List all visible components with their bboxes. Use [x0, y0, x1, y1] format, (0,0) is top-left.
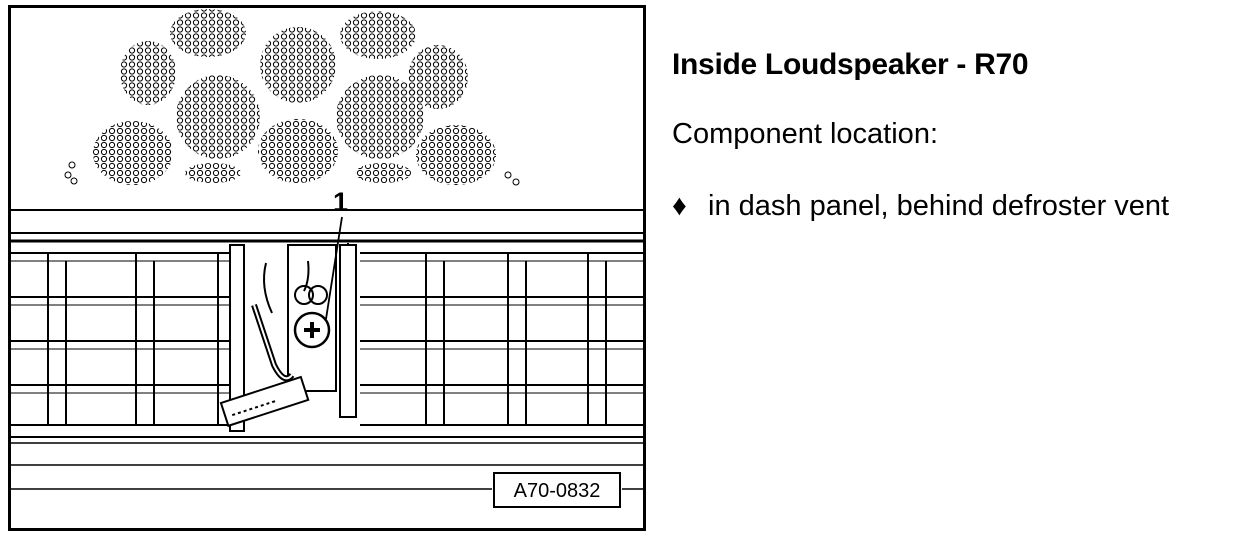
speaker-grille: [64, 9, 520, 186]
figure-number: A70-0832: [514, 480, 601, 502]
callout-leader: [325, 216, 343, 320]
left-vent: [11, 244, 245, 432]
location-text: in dash panel, behind defroster vent: [708, 190, 1170, 222]
location-heading: Component location:: [672, 118, 938, 150]
description-panel: Inside Loudspeaker - R70 Component locat…: [672, 0, 1242, 538]
callout-label-1: 1: [333, 187, 348, 217]
location-bullet: ♦ in dash panel, behind defroster vent: [672, 190, 1169, 223]
component-illustration: 1 A70-0832: [8, 5, 646, 531]
right-vent: [360, 252, 643, 426]
center-speaker-mount: [219, 243, 357, 428]
diamond-bullet-icon: ♦: [672, 190, 687, 222]
component-title: Inside Loudspeaker - R70: [672, 48, 1029, 81]
figure-number-box: [493, 472, 621, 508]
